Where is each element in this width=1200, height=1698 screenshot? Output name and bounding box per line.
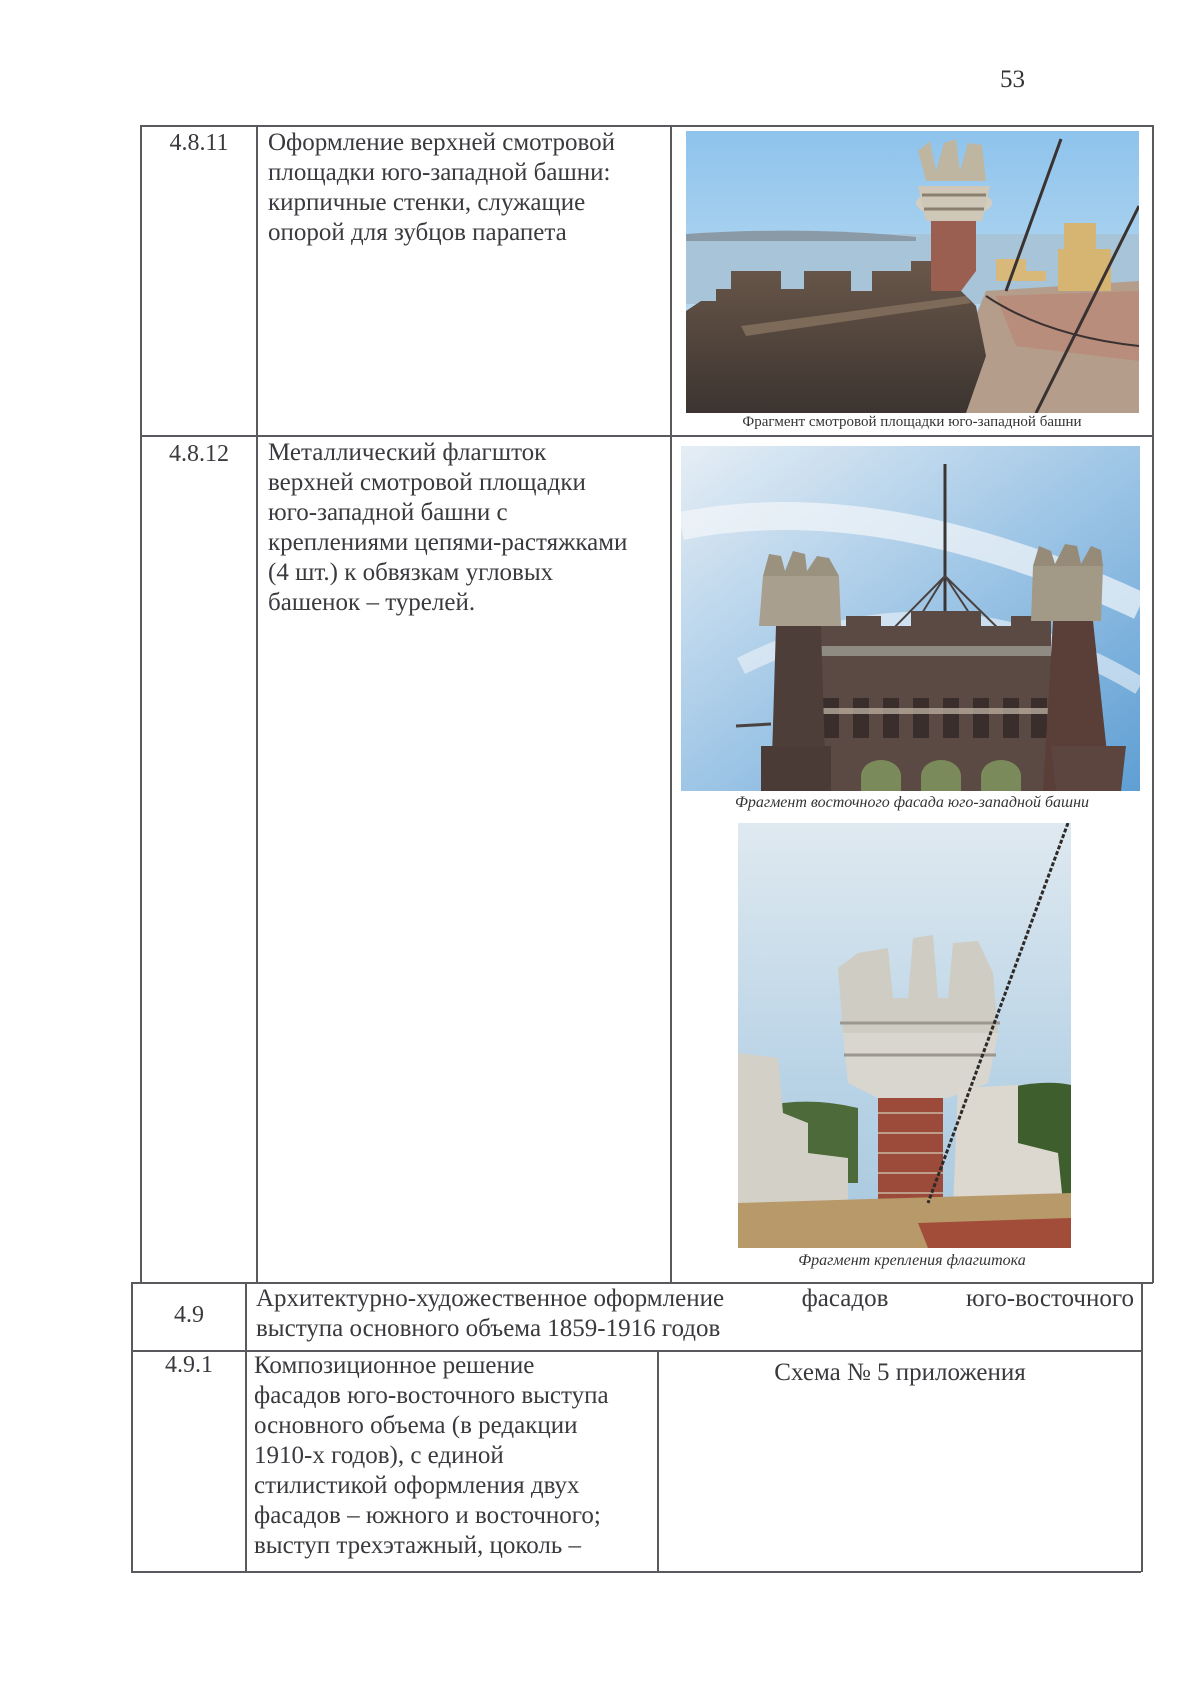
photo-caption: Фрагмент восточного фасада юго-западной … [734, 794, 1090, 811]
description-line: верхней смотровой площадки [268, 469, 586, 496]
appendix-reference: Схема № 5 приложения [774, 1359, 1026, 1386]
description-line: площадки юго-западной башни: [268, 159, 611, 186]
table-border-bottom [131, 1571, 1141, 1573]
description-line: юго-западной башни с [268, 499, 508, 526]
column-divider [245, 1282, 247, 1572]
description-line: выступа основного объема 1859-1916 годов [256, 1315, 721, 1342]
row-number: 4.8.11 [169, 130, 229, 156]
description-line: кирпичные стенки, служащие [268, 189, 586, 216]
row-number: 4.9 [174, 1302, 204, 1328]
table-border-right [1141, 1282, 1143, 1572]
row-divider [131, 1350, 1141, 1352]
row-description: Оформление верхней смотровой площадки юг… [268, 128, 668, 248]
row-description: Архитектурно-художественное оформление ф… [256, 1284, 1134, 1344]
table-border-right [1152, 125, 1154, 1283]
row-number: 4.9.1 [165, 1352, 213, 1378]
description-line: Композиционное решение [254, 1352, 535, 1379]
table-border-top [140, 125, 1153, 127]
row-description: Металлический флагшток верхней смотровой… [268, 438, 668, 618]
description-line: Оформление верхней смотровой [268, 129, 616, 156]
description-line: опорой для зубцов парапета [268, 219, 567, 246]
description-word: юго-восточного [965, 1285, 1134, 1312]
description-line: фасадов юго-восточного выступа [254, 1382, 609, 1409]
description-line: Архитектурно-художественное оформление ф… [256, 1284, 1134, 1314]
photo-parapet-observation-deck-icon [686, 131, 1139, 413]
column-divider [657, 1350, 659, 1572]
description-line: 1910-х годов), с единой [254, 1442, 504, 1469]
row-description: Композиционное решение фасадов юго-восто… [254, 1351, 654, 1561]
photo-caption: Фрагмент крепления флагштока [798, 1252, 1026, 1269]
row-number: 4.8.12 [169, 441, 229, 467]
page-number: 53 [1000, 66, 1025, 93]
column-divider [670, 125, 672, 1283]
description-line: фасадов – южного и восточного; [254, 1502, 601, 1529]
description-line: (4 шт.) к обвязкам угловых [268, 559, 554, 586]
table-border-left [131, 1282, 133, 1572]
description-line: стилистикой оформления двух [254, 1472, 580, 1499]
photo-caption: Фрагмент смотровой площадки юго-западной… [742, 414, 1082, 430]
row-divider [131, 1282, 1153, 1284]
row-divider [140, 435, 1153, 437]
photo-flagpole-mount-turret-icon [738, 823, 1071, 1248]
column-divider [256, 125, 258, 1283]
table-border-left [140, 125, 142, 1283]
description-line: Металлический флагшток [268, 439, 547, 466]
description-line: башенок – турелей. [268, 589, 476, 616]
description-word: фасадов [801, 1285, 889, 1312]
photo-east-facade-flagpole-icon [681, 446, 1140, 791]
description-line: выступ трехэтажный, цоколь – [254, 1532, 582, 1559]
description-line: креплениями цепями-растяжками [268, 529, 628, 556]
description-word: Архитектурно-художественное оформление [256, 1285, 725, 1312]
description-line: основного объема (в редакции [254, 1412, 578, 1439]
